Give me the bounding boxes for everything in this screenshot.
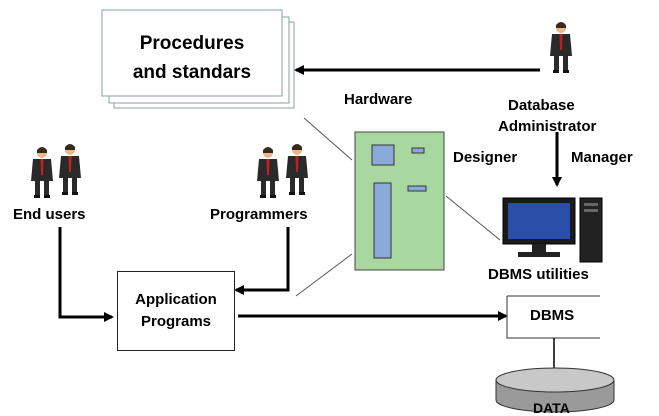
designer-label: Designer	[453, 149, 518, 166]
hardware-label: Hardware	[344, 91, 413, 108]
application-line2: Programs	[140, 313, 212, 330]
procedures-box: Procedures and standars	[102, 10, 282, 96]
hardware-cabinet-icon	[354, 131, 445, 271]
dba-label-line1: Database	[508, 97, 575, 114]
end-users-label: End users	[13, 206, 86, 223]
data-disk-icon	[495, 367, 615, 413]
computer-icon	[502, 197, 603, 263]
dbms-utilities-label: DBMS utilities	[488, 266, 589, 283]
procedures-hardware-connector	[303, 117, 353, 161]
dbms-label: DBMS	[530, 307, 575, 324]
manager-label: Manager	[571, 149, 633, 166]
dba-person-icon	[550, 22, 572, 73]
end-users-to-application-arrow	[58, 227, 114, 322]
data-label: DATA	[533, 400, 570, 416]
procedures-line2: and standars	[132, 62, 252, 83]
dbms-box	[506, 295, 600, 339]
programmers-to-application-arrow	[234, 227, 290, 295]
hardware-utilities-connector	[445, 195, 501, 241]
programmers-label: Programmers	[210, 206, 308, 223]
procedures-line1: Procedures	[139, 33, 245, 54]
procedures-sheets	[101, 9, 295, 109]
programmers-icon	[257, 144, 308, 198]
application-hardware-connector	[295, 253, 353, 297]
application-line1: Application	[135, 291, 217, 308]
end-users-icon	[31, 144, 81, 198]
application-programs-box: Application Programs	[117, 271, 235, 351]
dba-label-line2: Administrator	[498, 118, 597, 135]
